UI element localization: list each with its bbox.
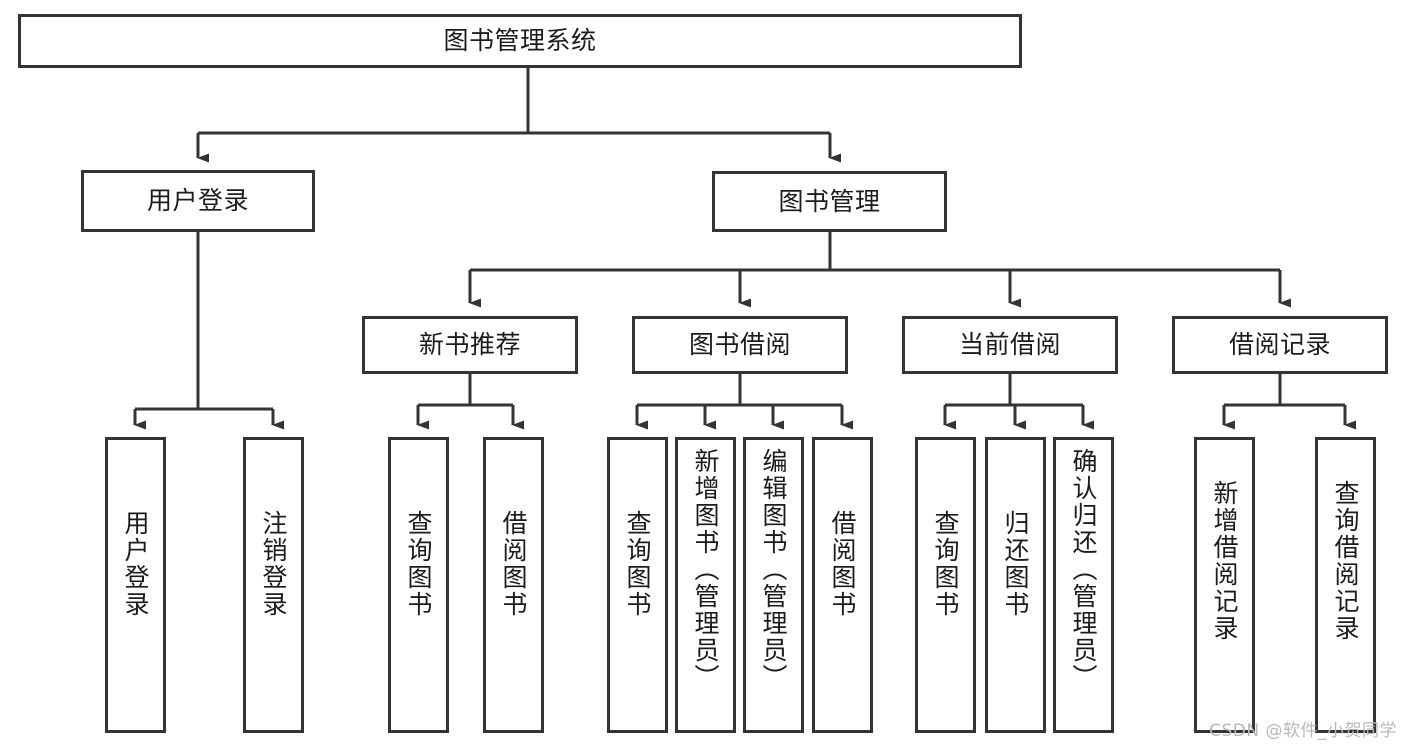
leaf-query-borrow-record[interactable]: 查询借阅记录 [1315,437,1376,733]
node-user-login[interactable]: 用户登录 [81,170,315,232]
node-label: 注销登录 [259,510,288,618]
leaf-borrow-book-1[interactable]: 借阅图书 [483,437,544,733]
node-label: 当前借阅 [958,330,1061,359]
leaf-query-book-3[interactable]: 查询图书 [915,437,976,733]
leaf-query-book-2[interactable]: 查询图书 [607,437,668,733]
leaf-return-book[interactable]: 归还图书 [985,437,1046,733]
leaf-add-borrow-record[interactable]: 新增借阅记录 [1194,437,1255,733]
leaf-edit-book-admin[interactable]: 编辑图书（管理员） [743,437,804,733]
node-label: 图书管理系统 [443,26,597,55]
leaf-user-login[interactable]: 用户登录 [105,437,166,733]
node-label: 借阅图书 [499,510,528,618]
node-book-borrowing[interactable]: 图书借阅 [632,316,848,374]
node-label: 用户登录 [146,186,249,215]
leaf-confirm-return-admin[interactable]: 确认归还（管理员） [1053,437,1114,733]
node-label: 图书管理 [778,186,881,216]
node-label: 借阅记录 [1228,330,1331,359]
node-label: 新增图书（管理员） [691,448,720,691]
node-label: 借阅图书 [828,510,857,618]
node-root-book-management-system[interactable]: 图书管理系统 [18,14,1022,68]
node-label: 查询借阅记录 [1331,480,1360,642]
leaf-borrow-book-2[interactable]: 借阅图书 [812,437,873,733]
leaf-add-book-admin[interactable]: 新增图书（管理员） [675,437,736,733]
node-label: 归还图书 [1001,510,1030,618]
node-new-book-recommendation[interactable]: 新书推荐 [362,316,578,374]
node-label: 新书推荐 [418,330,521,359]
node-label: 查询图书 [931,510,960,618]
node-label: 查询图书 [404,510,433,618]
node-label: 编辑图书（管理员） [759,448,788,691]
node-borrowing-records[interactable]: 借阅记录 [1172,316,1388,374]
node-label: 查询图书 [623,510,652,618]
node-label: 新增借阅记录 [1210,480,1239,642]
leaf-query-book-1[interactable]: 查询图书 [388,437,449,733]
node-label: 图书借阅 [688,330,791,359]
leaf-logout-login[interactable]: 注销登录 [243,437,304,733]
node-current-borrowing[interactable]: 当前借阅 [902,316,1118,374]
node-book-management[interactable]: 图书管理 [712,171,947,232]
node-label: 用户登录 [121,510,150,618]
csdn-watermark: CSDN @软件_小贺同学 [1209,721,1397,741]
node-label: 确认归还（管理员） [1069,448,1098,691]
